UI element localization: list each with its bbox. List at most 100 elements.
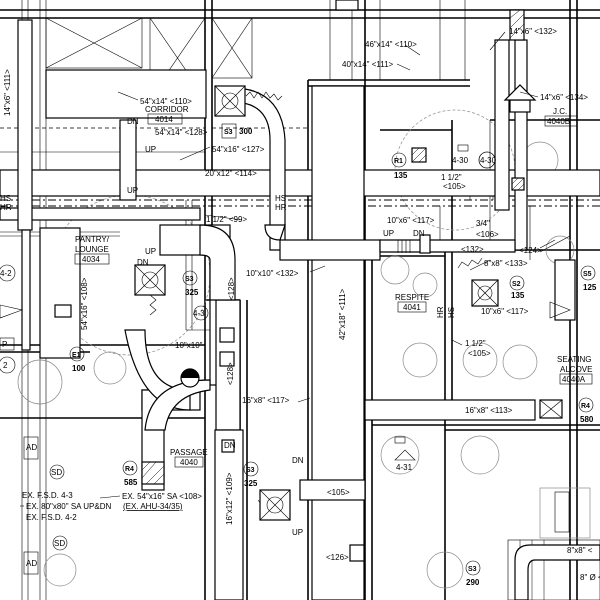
svg-text:S3: S3 bbox=[468, 566, 477, 573]
device-4-30: 4-30 bbox=[480, 156, 497, 165]
svg-text:125: 125 bbox=[583, 283, 597, 292]
duct-label: 20"x12" <114> bbox=[205, 169, 257, 178]
duct-label: 40"x14" <111> bbox=[342, 60, 394, 69]
svg-text:S3: S3 bbox=[224, 129, 233, 136]
flow-up: UP bbox=[383, 229, 394, 238]
flow-dn: DN bbox=[127, 117, 139, 126]
pipe-label: HS bbox=[275, 194, 286, 203]
room-number: 4014 bbox=[155, 115, 173, 124]
duct-label: <128> bbox=[226, 362, 235, 385]
diffusers bbox=[0, 0, 571, 575]
pipe-label: <105> bbox=[443, 182, 466, 191]
room-name: CORRIDOR bbox=[145, 105, 189, 114]
device-p: P bbox=[2, 340, 7, 349]
pipe-label: 1 1/2" bbox=[465, 339, 486, 348]
pipe-label: HS bbox=[0, 194, 11, 203]
pipe-label: <105> bbox=[468, 349, 491, 358]
flow-up: UP bbox=[292, 528, 303, 537]
flow-up: UP bbox=[127, 186, 138, 195]
svg-text:R1: R1 bbox=[394, 158, 403, 165]
svg-text:585: 585 bbox=[124, 478, 138, 487]
room-name: PASSAGE bbox=[170, 448, 208, 457]
tag-r4: R4 580 bbox=[578, 397, 594, 424]
room-name: LOUNGE bbox=[75, 245, 109, 254]
room-labels: CORRIDOR 4014 PANTRY/ LOUNGE 4034 PASSAG… bbox=[74, 105, 592, 468]
duct-label: 8"x8" < bbox=[567, 546, 593, 555]
duct-label: 42"x18" <111> bbox=[338, 288, 347, 340]
duct-label: 54"x14" <128> bbox=[155, 128, 208, 137]
svg-text:R4: R4 bbox=[125, 466, 134, 473]
tag-s5: S5 125 bbox=[580, 265, 597, 292]
room-name: SEATING bbox=[557, 355, 592, 364]
pipe-label: 3/4" bbox=[476, 219, 490, 228]
duct-label: 14"x6" <134> bbox=[540, 93, 588, 102]
device-4-30: 4-30 bbox=[452, 156, 469, 165]
duct-label: 14"x6" <132> bbox=[509, 27, 557, 36]
duct-label: 54"x16" <127> bbox=[212, 145, 265, 154]
duct-label: 16"x8" <117> bbox=[242, 396, 290, 405]
note-ahu: (EX. AHU-34/35) bbox=[123, 502, 183, 511]
device-sd: SD bbox=[51, 468, 62, 477]
pipe-label: 1 1/2" bbox=[441, 173, 462, 182]
svg-text:135: 135 bbox=[394, 171, 408, 180]
device-4-2: 4-2 bbox=[0, 269, 12, 278]
pipe-label: HR bbox=[0, 203, 12, 212]
device-2: 2 bbox=[3, 361, 8, 370]
pipe-label: HR bbox=[436, 306, 445, 318]
ductwork bbox=[0, 19, 600, 600]
svg-text:E1: E1 bbox=[72, 352, 81, 359]
duct-label: 10"x10" bbox=[175, 341, 203, 350]
duct-label: 54"x16" <108> bbox=[80, 277, 89, 330]
room-name: J.C. bbox=[553, 107, 567, 116]
tag-s2: S2 135 bbox=[509, 275, 525, 300]
equipment-tags: S3 300 R1 135 S3 325 S2 135 S5 125 E1 10… bbox=[69, 123, 597, 587]
room-name: RESPITE bbox=[395, 293, 429, 302]
duct-label: 8"x8" <133> bbox=[484, 259, 528, 268]
duct-label: 10"x6" <117> bbox=[481, 307, 529, 316]
svg-text:100: 100 bbox=[72, 364, 86, 373]
flow-up: UP bbox=[145, 247, 156, 256]
svg-text:S3: S3 bbox=[246, 467, 255, 474]
room-number: 4040A bbox=[562, 375, 586, 384]
svg-text:580: 580 bbox=[580, 415, 594, 424]
svg-text:325: 325 bbox=[244, 479, 258, 488]
device-ad: AD bbox=[26, 443, 37, 452]
note-80x80-sa: EX. 80"x80" SA UP&DN bbox=[26, 502, 111, 511]
device-sd: SD bbox=[54, 539, 65, 548]
pipe-label: HS bbox=[447, 307, 456, 318]
svg-text:S2: S2 bbox=[512, 281, 521, 288]
note-54x16-sa: EX. 54"x16" SA <108> bbox=[122, 492, 202, 501]
room-name: PANTRY/ bbox=[75, 235, 110, 244]
flow-up: UP bbox=[145, 145, 156, 154]
duct-label: <132> bbox=[461, 245, 484, 254]
duct-size-labels: 54"x14" <110> 54"x14" <128> 54"x16" <127… bbox=[3, 27, 600, 582]
svg-text:S3: S3 bbox=[185, 276, 194, 283]
svg-text:300: 300 bbox=[239, 127, 253, 136]
device-labels: 4-30 4-30 4-31 4-3 4-2 SD SD AD AD P 2 bbox=[0, 144, 497, 568]
note-fsd-4-3: EX. F.S.D. 4-3 bbox=[22, 491, 73, 500]
duct-label: 16"x8" <113> bbox=[465, 406, 513, 415]
flow-dn: DN bbox=[224, 441, 236, 450]
device-4-31: 4-31 bbox=[396, 463, 413, 472]
duct-label: <126> bbox=[326, 553, 349, 562]
flow-labels: DN UP UP UP DN UP DN DN DN UP bbox=[127, 117, 425, 537]
tag-s3: S3 290 bbox=[465, 560, 481, 587]
notes: EX. F.S.D. 4-3 EX. 80"x80" SA UP&DN (EX.… bbox=[20, 491, 202, 522]
flow-dn: DN bbox=[137, 258, 149, 267]
svg-text:325: 325 bbox=[185, 288, 199, 297]
room-number: 4040 bbox=[180, 458, 198, 467]
tag-s3: S3 325 bbox=[243, 461, 259, 488]
pipe-label: <106> bbox=[476, 230, 499, 239]
tag-s3: S3 325 bbox=[182, 270, 199, 297]
duct-label: 14"x6" <111> bbox=[3, 69, 12, 116]
room-name: ALCOVE bbox=[560, 365, 592, 374]
duct-label: <124> bbox=[519, 246, 542, 255]
duct-label: 10"x10" <132> bbox=[246, 269, 299, 278]
pipe-label: HR bbox=[275, 203, 287, 212]
duct-label: 8" Ø < bbox=[580, 573, 600, 582]
note-fsd-4-2: EX. F.S.D. 4-2 bbox=[26, 513, 77, 522]
duct-label: <105> bbox=[327, 488, 350, 497]
device-ad: AD bbox=[26, 559, 37, 568]
pipe-label: 1 1/2" <99> bbox=[206, 215, 247, 224]
